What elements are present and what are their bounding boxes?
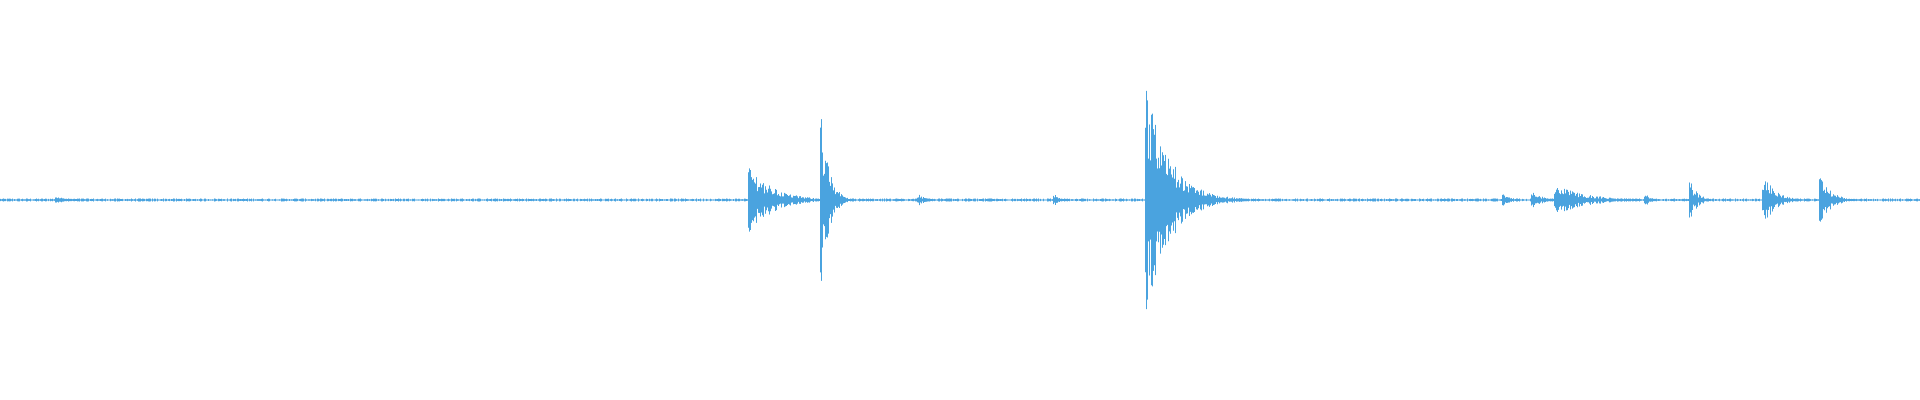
- waveform-bars: [0, 90, 1920, 310]
